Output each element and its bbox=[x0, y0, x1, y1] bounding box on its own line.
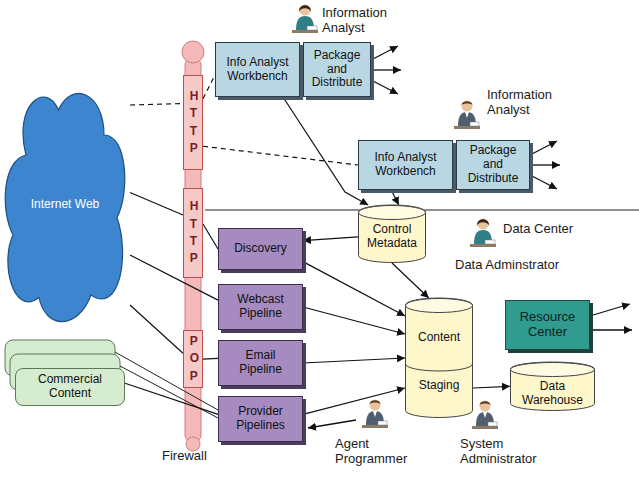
node-text: Info Analyst Workbench bbox=[220, 56, 295, 84]
connector bbox=[303, 237, 358, 241]
package-box: Package and Distribute bbox=[456, 140, 530, 190]
connector bbox=[283, 97, 368, 205]
node-text: Email Pipeline bbox=[223, 349, 298, 377]
node-text: Internet Web bbox=[31, 198, 99, 212]
node-text: Control Metadata bbox=[362, 223, 422, 251]
workbench-box: Info Analyst Workbench bbox=[358, 140, 453, 190]
node-text: Provider Pipelines bbox=[223, 405, 298, 433]
administrator-figure bbox=[470, 219, 496, 248]
pipeline-box: Discovery bbox=[218, 228, 303, 270]
node-text: Data Warehouse bbox=[514, 380, 591, 408]
connector bbox=[392, 263, 429, 298]
analyst-figure bbox=[454, 101, 480, 130]
node-text: Webcast Pipeline bbox=[223, 293, 298, 321]
workbench-box: Info Analyst Workbench bbox=[215, 42, 300, 97]
programmer-figure bbox=[362, 400, 388, 429]
node-text: Content bbox=[418, 331, 460, 345]
connector bbox=[125, 383, 218, 414]
connector bbox=[203, 75, 215, 99]
firewall-label: Firewall bbox=[162, 449, 232, 464]
connector bbox=[473, 386, 510, 388]
role-label: Information Analyst bbox=[487, 88, 575, 118]
connector bbox=[303, 262, 405, 316]
analyst-figure bbox=[292, 5, 318, 34]
resource-box: Resource Center bbox=[505, 300, 590, 350]
package-box: Package and Distribute bbox=[303, 42, 371, 97]
node-text: Discovery bbox=[234, 242, 287, 256]
node-text: Package and Distribute bbox=[461, 144, 525, 185]
node-text: Info Analyst Workbench bbox=[363, 151, 448, 179]
warehouse-cylinder: Data Warehouse bbox=[510, 362, 595, 411]
role-label: System Administrator bbox=[460, 437, 552, 467]
content-cylinder: ContentStaging bbox=[405, 298, 473, 418]
connector bbox=[203, 358, 218, 360]
cylinder-outline bbox=[405, 298, 473, 418]
protocol-port: HTTP bbox=[183, 188, 203, 278]
protocol-port: HTTP bbox=[183, 75, 203, 170]
connector bbox=[303, 388, 405, 414]
node-text: HTTP bbox=[190, 198, 197, 268]
pipeline-box: Webcast Pipeline bbox=[218, 284, 303, 330]
connector bbox=[303, 307, 405, 334]
connector bbox=[391, 190, 399, 205]
connector bbox=[130, 193, 183, 216]
node-text: POP bbox=[190, 333, 197, 385]
connector bbox=[303, 358, 405, 363]
connector bbox=[130, 305, 183, 353]
node-text: Package and Distribute bbox=[308, 49, 366, 90]
role-label: Information Analyst bbox=[322, 6, 410, 36]
metadata-cylinder: Control Metadata bbox=[358, 205, 426, 263]
role-label: Data Adminstrator bbox=[455, 258, 585, 273]
content-card: Commercial Content bbox=[15, 368, 125, 406]
firewall-cap bbox=[182, 41, 204, 63]
role-label: Agent Programmer bbox=[335, 437, 417, 467]
internet-cloud: Internet Web bbox=[0, 80, 130, 330]
node-text: Staging bbox=[419, 379, 460, 393]
node-text: HTTP bbox=[190, 88, 197, 158]
connector bbox=[203, 224, 218, 249]
connector bbox=[130, 104, 183, 106]
pipeline-box: Provider Pipelines bbox=[218, 396, 303, 442]
role-label: Data Center bbox=[503, 222, 613, 237]
feed-line bbox=[120, 366, 218, 418]
connector bbox=[203, 146, 358, 165]
node-text: Resource Center bbox=[510, 310, 585, 340]
node-text: Commercial Content bbox=[20, 373, 120, 401]
connector bbox=[130, 255, 218, 300]
protocol-port: POP bbox=[183, 330, 203, 388]
sysadmin-figure bbox=[472, 401, 498, 430]
pipeline-box: Email Pipeline bbox=[218, 340, 303, 386]
